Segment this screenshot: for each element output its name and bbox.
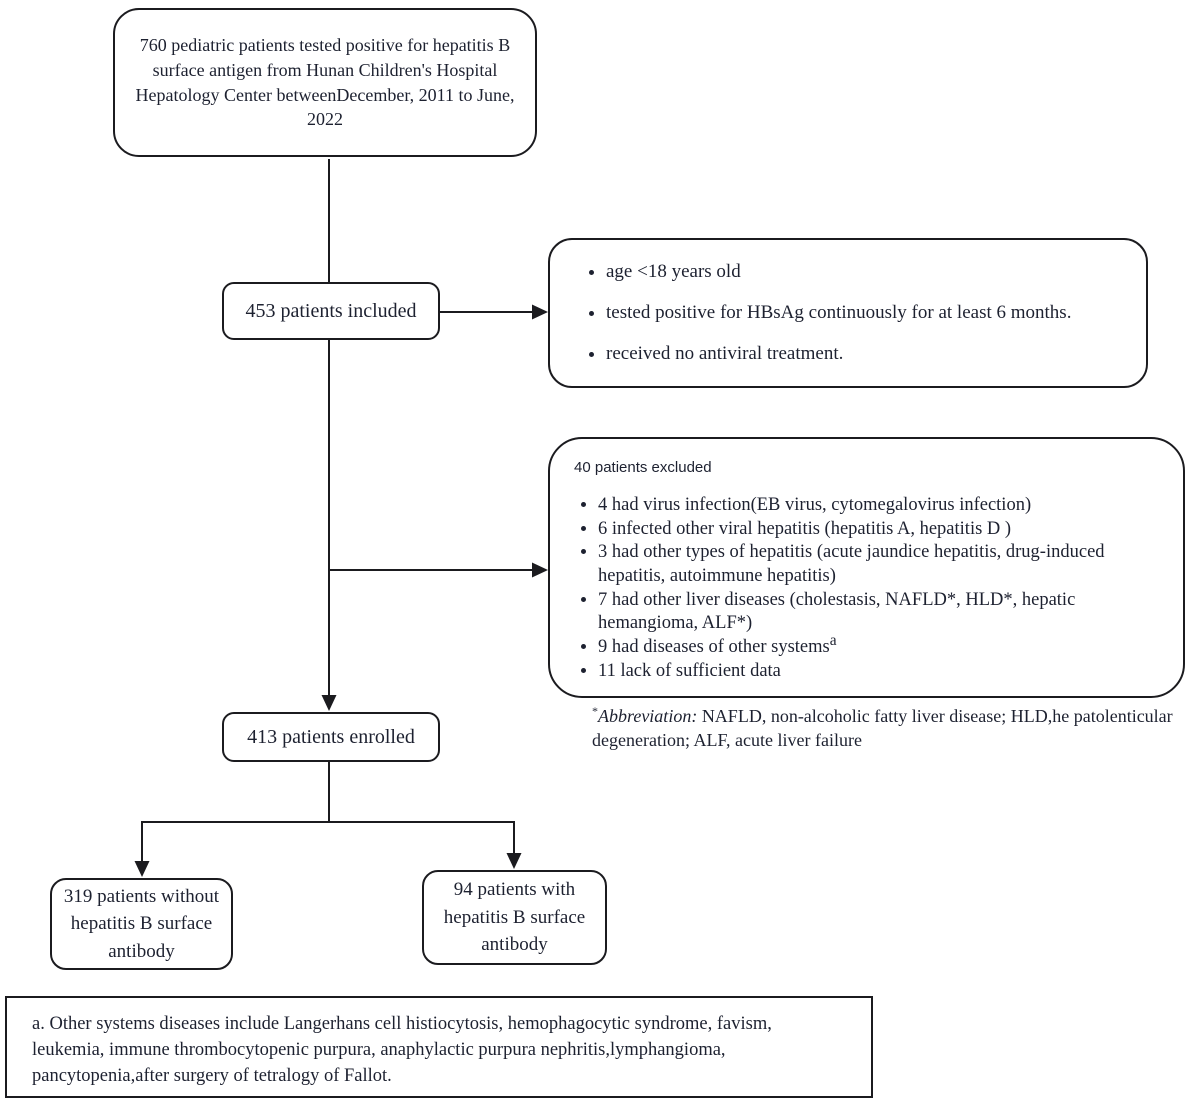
criteria-item: age <18 years old (606, 261, 1132, 283)
excluded-item-text: 9 had diseases of other systems (598, 637, 830, 658)
arrowhead-criteria (532, 304, 548, 320)
footnote-box: a. Other systems diseases include Langer… (5, 996, 873, 1098)
arrowhead-without-antibody (134, 861, 150, 877)
with-antibody-box: 94 patients with hepatitis B surface ant… (422, 870, 607, 965)
excluded-item: 4 had virus infection(EB virus, cytomega… (598, 494, 1165, 518)
included-box: 453 patients included (222, 282, 440, 340)
criteria-item: tested positive for HBsAg continuously f… (606, 302, 1132, 324)
excluded-title: 40 patients excluded (574, 459, 712, 476)
enrolled-box: 413 patients enrolled (222, 712, 440, 762)
criteria-item: received no antiviral treatment. (606, 343, 1132, 365)
excluded-item: 3 had other types of hepatitis (acute ja… (598, 541, 1165, 588)
excluded-item: 9 had diseases of other systemsa (598, 633, 1165, 660)
excluded-box: 40 patients excluded 4 had virus infecti… (548, 437, 1185, 698)
inclusion-criteria-list: age <18 years old tested positive for HB… (550, 240, 1146, 386)
inclusion-criteria-box: age <18 years old tested positive for HB… (548, 238, 1148, 388)
without-antibody-text: 319 patients without hepatitis B surface… (63, 885, 220, 962)
excluded-item: 11 lack of sufficient data (598, 660, 1165, 684)
with-antibody-text: 94 patients with hepatitis B surface ant… (443, 879, 586, 956)
excluded-item-superscript: a (829, 631, 837, 649)
included-text: 453 patients included (245, 299, 417, 322)
source-population-text: 760 pediatric patients tested positive f… (135, 34, 515, 130)
excluded-item: 6 infected other viral hepatitis (hepati… (598, 518, 1165, 542)
footnote-text: a. Other systems diseases include Langer… (32, 1014, 772, 1086)
arrowhead-enrolled (321, 695, 337, 711)
excluded-list: 4 had virus infection(EB virus, cytomega… (574, 494, 1165, 683)
without-antibody-box: 319 patients without hepatitis B surface… (50, 878, 233, 970)
excluded-item: 7 had other liver diseases (cholestasis,… (598, 589, 1165, 636)
abbreviation-text: NAFLD, non-alcoholic fatty liver disease… (592, 706, 1173, 751)
source-population-box: 760 pediatric patients tested positive f… (113, 8, 537, 157)
arrowhead-with-antibody (506, 853, 522, 869)
abbreviation-label: Abbreviation: (598, 706, 698, 726)
abbreviation-asterisk: * (592, 704, 598, 718)
arrowhead-excluded (532, 562, 548, 578)
enrolled-text: 413 patients enrolled (247, 725, 415, 748)
abbreviation-note: *Abbreviation: NAFLD, non-alcoholic fatt… (592, 704, 1200, 753)
